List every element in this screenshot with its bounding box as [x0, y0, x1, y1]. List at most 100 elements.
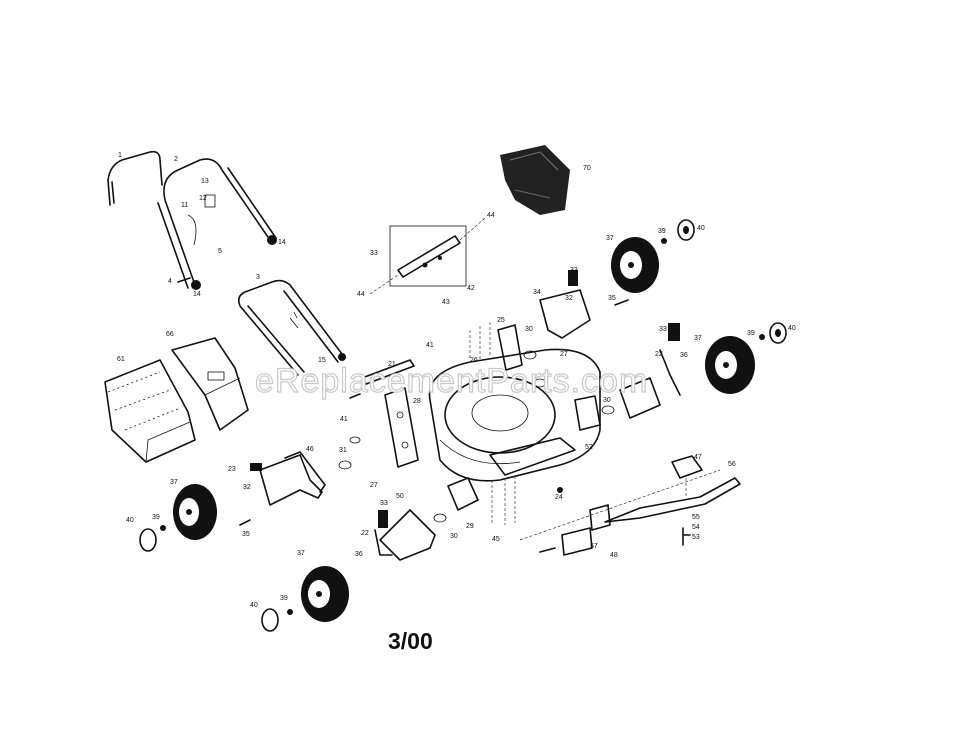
callout-52: 52	[585, 444, 593, 451]
callout-37a: 37	[606, 235, 614, 242]
callout-27b: 27	[560, 351, 568, 358]
height-adjuster-front-right	[619, 323, 681, 419]
callout-23: 23	[228, 466, 236, 473]
callout-50: 50	[396, 493, 404, 500]
callout-30a: 30	[525, 326, 533, 333]
date-code: 3/00	[388, 628, 433, 654]
callout-29: 29	[466, 523, 474, 530]
callout-47: 47	[694, 454, 702, 461]
engine	[500, 145, 570, 215]
callout-37b: 37	[694, 335, 702, 342]
callout-39c: 39	[152, 514, 160, 521]
callout-45: 45	[492, 536, 500, 543]
callout-54: 54	[692, 524, 700, 531]
callout-39a: 39	[658, 228, 666, 235]
callout-13: 13	[201, 178, 209, 185]
callout-55: 55	[692, 514, 700, 521]
callout-37c: 37	[170, 479, 178, 486]
callout-labels: 1 2 3 4 5 11 12 13 14 14 15 21 22 22 23 …	[117, 152, 796, 609]
callout-40c: 40	[126, 517, 134, 524]
callout-40d: 40	[250, 602, 258, 609]
callout-53: 53	[692, 534, 700, 541]
callout-42: 42	[467, 285, 475, 292]
grass-bag-frame	[171, 337, 249, 431]
callout-40b: 40	[788, 325, 796, 332]
wheel-front-left	[301, 566, 349, 622]
callout-39d: 39	[280, 595, 288, 602]
watermark: eReplacementParts.com	[255, 362, 648, 400]
callout-5: 5	[218, 248, 222, 255]
handle-main	[157, 158, 277, 290]
callout-25: 25	[497, 317, 505, 324]
callout-46: 46	[306, 446, 314, 453]
dash-leader-blade	[519, 469, 721, 541]
height-adjuster-rear-left	[250, 451, 326, 506]
callout-44a: 44	[487, 212, 495, 219]
wheel-rear-right	[611, 237, 659, 293]
callout-14b: 14	[193, 291, 201, 298]
callout-2: 2	[174, 156, 178, 163]
callout-35b: 35	[242, 531, 250, 538]
callout-22a: 22	[361, 530, 369, 537]
callout-44b: 44	[357, 291, 365, 298]
callout-21: 21	[388, 361, 396, 368]
callout-26: 26	[470, 357, 478, 364]
callout-56: 56	[728, 461, 736, 468]
washers	[338, 350, 615, 523]
callout-36b: 36	[355, 551, 363, 558]
callout-30c: 30	[450, 533, 458, 540]
callout-28: 28	[413, 398, 421, 405]
callout-61: 61	[117, 356, 125, 363]
callout-32b: 32	[565, 295, 573, 302]
callout-11: 11	[181, 202, 188, 209]
height-adjuster-rear-right	[539, 270, 591, 339]
wheel-front-right	[705, 336, 755, 394]
grass-bag	[104, 359, 196, 463]
callout-43: 43	[442, 299, 450, 306]
callout-33b: 33	[570, 267, 578, 274]
callout-12: 12	[199, 195, 207, 202]
callout-27a: 27	[370, 482, 378, 489]
handle-upper	[107, 150, 163, 206]
callout-41b: 41	[340, 416, 348, 423]
callout-37d: 37	[297, 550, 305, 557]
callout-48: 48	[610, 552, 618, 559]
callout-41a: 41	[426, 342, 434, 349]
callout-4: 4	[168, 278, 172, 285]
pivot-plates	[447, 324, 611, 556]
blade-adapter	[671, 455, 703, 498]
wheel-caps	[139, 219, 787, 632]
callout-24: 24	[555, 494, 563, 501]
callout-31: 31	[339, 447, 347, 454]
callout-33a: 33	[370, 250, 378, 257]
callout-3: 3	[256, 274, 260, 281]
bolts	[177, 277, 691, 553]
handle-knob-right	[267, 235, 277, 245]
callout-30b: 30	[603, 397, 611, 404]
callout-70: 70	[583, 165, 591, 172]
handle-lower	[238, 279, 346, 376]
callout-36a: 36	[680, 352, 688, 359]
handle-knob-left	[191, 280, 201, 290]
blade	[604, 477, 741, 523]
callout-14a: 14	[278, 239, 286, 246]
rear-bracket-left	[384, 387, 419, 468]
callout-39b: 39	[747, 330, 755, 337]
callout-33c: 33	[659, 326, 667, 333]
callout-34: 34	[533, 289, 541, 296]
mower-deck	[428, 322, 601, 525]
callout-33d: 33	[380, 500, 388, 507]
callout-22b: 22	[655, 351, 663, 358]
callout-1: 1	[118, 152, 122, 159]
callout-32a: 32	[243, 484, 251, 491]
detail-box	[369, 217, 486, 295]
callout-35a: 35	[608, 295, 616, 302]
height-adjuster-front-left	[374, 509, 436, 561]
callout-57: 57	[590, 543, 598, 550]
wheel-rear-left	[173, 484, 217, 540]
callout-40a: 40	[697, 225, 705, 232]
callout-66: 66	[166, 331, 174, 338]
rear-hinge-bar	[361, 359, 415, 385]
